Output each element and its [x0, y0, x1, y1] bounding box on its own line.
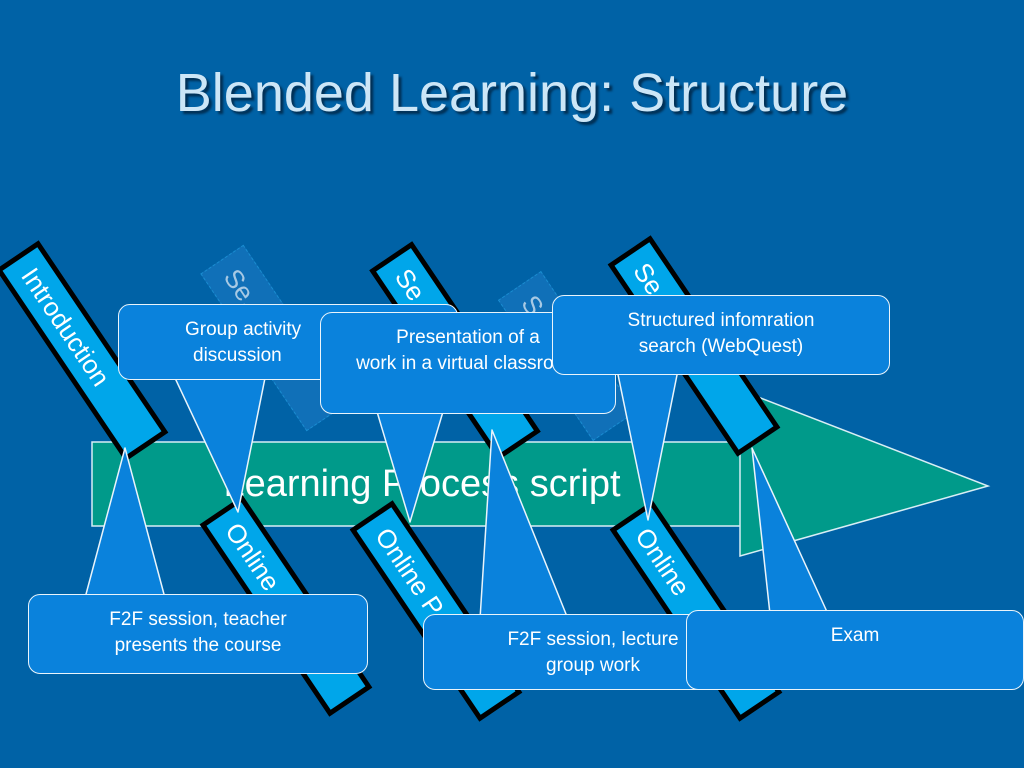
pointer-presentation — [374, 404, 446, 523]
pointer-f2f-teacher — [84, 447, 166, 599]
callout-group-line2: discussion — [193, 345, 282, 366]
callout-f2f-lecture-line1: F2F session, lecture — [507, 629, 679, 650]
slide-title: Blended Learning: Structure — [175, 63, 849, 123]
callout-structured-search: Structured infomration search (WebQuest) — [552, 295, 890, 375]
process-arrowhead — [739, 388, 991, 557]
callout-presentation-line2: work in a virtual classroom — [356, 353, 580, 374]
pointer-structured — [614, 359, 681, 521]
callout-structured-line1: Structured infomration — [627, 310, 815, 331]
callout-f2f-teacher: F2F session, teacher presents the course — [28, 594, 368, 674]
callout-presentation-line1: Presentation of a — [396, 327, 540, 348]
callout-f2f-teacher-line1: F2F session, teacher — [109, 609, 287, 630]
callout-exam-label: Exam — [830, 625, 880, 646]
callout-f2f-teacher-line2: presents the course — [114, 635, 282, 656]
callout-structured-line2: search (WebQuest) — [638, 336, 804, 357]
pointer-group — [174, 377, 266, 513]
callout-f2f-lecture-line2: group work — [546, 655, 640, 676]
pointer-f2f-lecture — [479, 429, 569, 620]
callout-group-line1: Group activity — [185, 319, 302, 340]
callout-exam: Exam — [686, 610, 1024, 690]
pointer-exam — [751, 447, 829, 615]
